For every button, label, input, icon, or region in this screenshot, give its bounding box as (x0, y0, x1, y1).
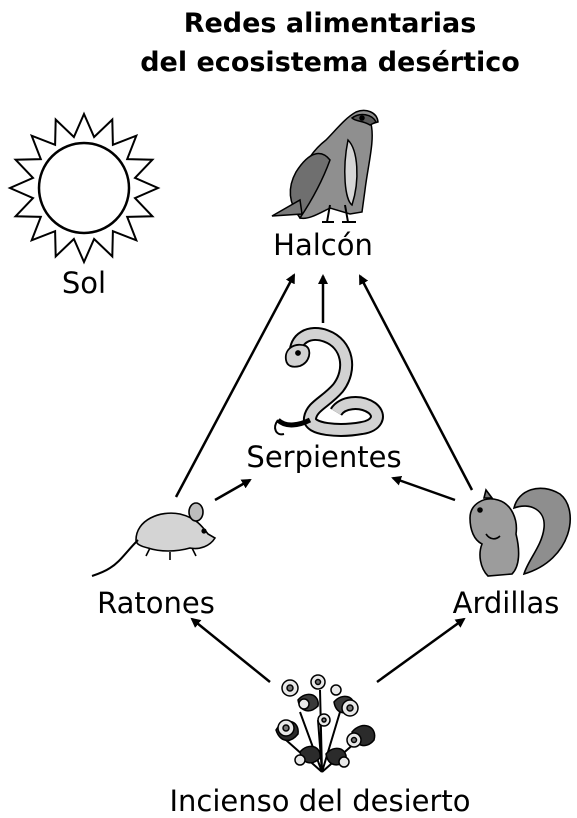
arrow-plant-to-mice (192, 619, 270, 682)
mouse-icon (92, 503, 215, 576)
node-label-snakes: Serpientes (218, 440, 430, 474)
node-label-sun: Sol (34, 266, 134, 300)
sun-icon (10, 114, 158, 262)
squirrel-icon (470, 488, 570, 576)
hawk-icon (272, 110, 378, 222)
snake-icon (275, 334, 377, 434)
arrow-mice-to-snakes (215, 480, 250, 500)
node-label-plant: Incienso del desierto (120, 784, 520, 818)
arrow-squirrels-to-snakes (393, 478, 455, 500)
plant-icon (276, 675, 375, 772)
arrow-plant-to-squirrels (377, 619, 464, 682)
node-label-squirrels: Ardillas (436, 586, 576, 620)
node-label-hawk: Halcón (238, 228, 408, 262)
node-label-mice: Ratones (74, 586, 238, 620)
